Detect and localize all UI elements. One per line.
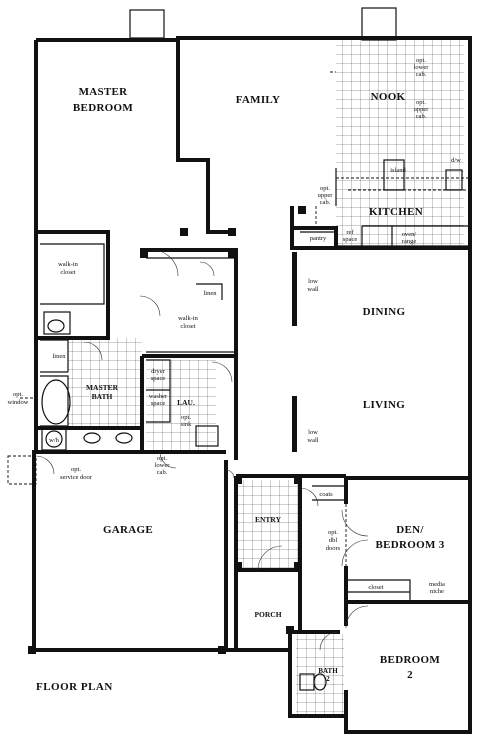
opt-dbl-doors-3: doors bbox=[326, 545, 341, 552]
bath2-label-2: 2 bbox=[326, 675, 330, 683]
master-bath-label-2: BATH bbox=[92, 392, 113, 401]
opt-upper-cab-kitchen-2: upper bbox=[318, 192, 334, 199]
walkin-closet-2-2: closet bbox=[180, 323, 195, 330]
washer-space-1: washer bbox=[149, 393, 168, 400]
opt-dbl-doors-2: dbl bbox=[329, 537, 338, 544]
opt-upper-cab-nook-2: upper bbox=[414, 106, 430, 113]
opt-lower-cab-lau-2: lower bbox=[155, 462, 171, 469]
island-label: island bbox=[390, 167, 406, 174]
optional-elements bbox=[7, 71, 470, 566]
opt-window-1: opt. bbox=[13, 391, 23, 398]
opt-sink-1: opt. bbox=[181, 414, 191, 421]
exterior-walls bbox=[32, 36, 472, 734]
master-bath-label-1: MASTER bbox=[86, 383, 119, 392]
ref-space-2: space bbox=[343, 236, 358, 243]
room-labels: MASTER BEDROOM FAMILY NOOK KITCHEN DININ… bbox=[73, 86, 444, 683]
den-label-2: BEDROOM 3 bbox=[375, 539, 444, 551]
interior-walls bbox=[36, 40, 470, 716]
opt-lower-cab-lau-3: cab. bbox=[157, 469, 168, 476]
opt-lower-cab-3: cab. bbox=[416, 71, 427, 78]
walkin-closet-1-1: walk-in bbox=[58, 261, 79, 268]
lau-label: LAU. bbox=[177, 398, 195, 407]
low-wall-dining-2: wall bbox=[307, 286, 318, 293]
opt-window-2: window bbox=[8, 399, 29, 406]
ref-space-1: ref bbox=[346, 229, 354, 236]
media-niche-2: niche bbox=[430, 588, 444, 595]
bedroom2-label-1: BEDROOM bbox=[380, 654, 440, 666]
opt-upper-cab-nook-1: opt. bbox=[416, 99, 426, 106]
opt-lower-cab-1: opt. bbox=[416, 57, 426, 64]
opt-upper-cab-kitchen-1: opt. bbox=[320, 185, 330, 192]
dw-label: d/w bbox=[451, 157, 461, 164]
family-label: FAMILY bbox=[236, 94, 281, 106]
opt-service-door-1: opt. bbox=[71, 466, 81, 473]
nook-label: NOOK bbox=[371, 91, 406, 103]
dining-label: DINING bbox=[363, 306, 406, 318]
low-wall-living-2: wall bbox=[307, 437, 318, 444]
entry-label: ENTRY bbox=[255, 515, 282, 524]
bedroom2-label-2: 2 bbox=[407, 669, 413, 681]
den-label-1: DEN/ bbox=[396, 524, 424, 536]
opt-service-door-2: service door bbox=[60, 474, 93, 481]
opt-upper-cab-kitchen-3: cab. bbox=[320, 199, 331, 206]
low-wall-dining-1: low bbox=[308, 278, 318, 285]
kitchen-label: KITCHEN bbox=[369, 206, 423, 218]
dryer-space-2: space bbox=[151, 375, 166, 382]
washer-space-2: space bbox=[151, 400, 166, 407]
garage-label: GARAGE bbox=[103, 524, 153, 536]
living-label: LIVING bbox=[363, 399, 405, 411]
opt-lower-cab-2: lower bbox=[414, 64, 430, 71]
bath2-label-1: BATH bbox=[318, 667, 338, 675]
annotations: opt. lower cab. opt. upper cab. island d… bbox=[8, 57, 462, 595]
oven-range-1: oven/ bbox=[402, 231, 417, 238]
walkin-closet-1-2: closet bbox=[60, 269, 75, 276]
pantry-label: pantry bbox=[310, 235, 327, 242]
opt-upper-cab-nook-3: cab. bbox=[416, 113, 427, 120]
low-wall-living-1: low bbox=[308, 429, 318, 436]
master-bedroom-label-2: BEDROOM bbox=[73, 102, 133, 114]
porch-label: PORCH bbox=[254, 610, 281, 619]
opt-lower-cab-lau-1: opt. bbox=[157, 455, 167, 462]
media-niche-1: media bbox=[429, 581, 445, 588]
linen-2-label: linen bbox=[53, 353, 67, 360]
floor-plan-title: FLOOR PLAN bbox=[36, 681, 113, 693]
door-swings bbox=[35, 249, 369, 651]
coats-label: coats bbox=[319, 491, 333, 498]
oven-range-2: range bbox=[402, 238, 417, 245]
roof-vents bbox=[129, 7, 397, 41]
posts bbox=[28, 206, 306, 654]
opt-sink-2: sink bbox=[181, 421, 193, 428]
opt-dbl-doors-1: opt. bbox=[328, 529, 338, 536]
dryer-space-1: dryer bbox=[151, 368, 166, 375]
linen-1-label: linen bbox=[204, 290, 218, 297]
master-bedroom-label-1: MASTER bbox=[79, 86, 129, 98]
closet-label: closet bbox=[368, 584, 383, 591]
walkin-closet-2-1: walk-in bbox=[178, 315, 199, 322]
wh-label: w/h bbox=[49, 437, 60, 444]
